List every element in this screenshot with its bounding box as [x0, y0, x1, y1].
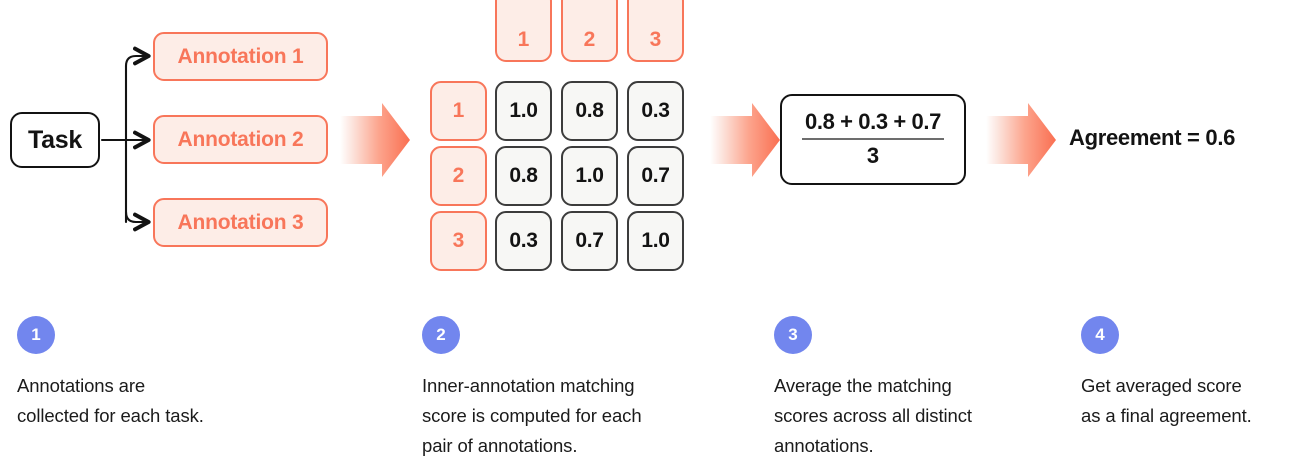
- matrix-cell-r3c3: 1.0: [627, 211, 684, 271]
- matrix-cell-r1c3: 0.3: [627, 81, 684, 141]
- step-badge-2: 2: [422, 316, 460, 354]
- annotation-box-2[interactable]: Annotation 2: [153, 115, 328, 164]
- average-formula-box: 0.8 + 0.3 + 0.7 3: [780, 94, 966, 185]
- step-badge-3: 3: [774, 316, 812, 354]
- step-badge-4: 4: [1081, 316, 1119, 354]
- fraction: 0.8 + 0.3 + 0.7 3: [802, 110, 944, 168]
- matrix-cell-r2c2: 1.0: [561, 146, 618, 206]
- step-1: 1 Annotations are collected for each tas…: [17, 316, 317, 431]
- matrix-cell-r2c1: 0.8: [495, 146, 552, 206]
- matrix-cell-r1c1: 1.0: [495, 81, 552, 141]
- matrix-row-header-2: 2: [430, 146, 487, 206]
- step-text-2: Inner-annotation matching score is compu…: [422, 375, 642, 456]
- annotation-label-1: Annotation 1: [177, 44, 304, 68]
- annotation-label-3: Annotation 3: [177, 210, 304, 234]
- matrix-row-header-1: 1: [430, 81, 487, 141]
- matrix-col-header-2: 2: [561, 0, 618, 62]
- task-label: Task: [28, 125, 82, 154]
- fraction-numerator: 0.8 + 0.3 + 0.7: [802, 110, 944, 140]
- matrix-col-header-3: 3: [627, 0, 684, 62]
- matrix-cell-r1c2: 0.8: [561, 81, 618, 141]
- matrix-cell-r3c1: 0.3: [495, 211, 552, 271]
- step-3: 3 Average the matching scores across all…: [774, 316, 1064, 461]
- matrix-row-header-3: 3: [430, 211, 487, 271]
- task-node[interactable]: Task: [10, 112, 100, 168]
- arrow-formula-to-result-shape: [986, 103, 1056, 177]
- agreement-result: Agreement = 0.6: [1069, 125, 1236, 150]
- arrow-task-to-matrix-shape: [340, 103, 410, 177]
- arrow-matrix-to-formula-shape: [710, 103, 780, 177]
- fraction-denominator: 3: [866, 143, 880, 168]
- step-text-1: Annotations are collected for each task.: [17, 375, 204, 426]
- matrix-cell-r2c3: 0.7: [627, 146, 684, 206]
- step-2: 2 Inner-annotation matching score is com…: [422, 316, 722, 461]
- annotation-label-2: Annotation 2: [177, 127, 304, 151]
- step-text-4: Get averaged score as a final agreement.: [1081, 375, 1252, 426]
- step-text-3: Average the matching scores across all d…: [774, 375, 972, 456]
- matrix-cell-r3c2: 0.7: [561, 211, 618, 271]
- step-4: 4 Get averaged score as a final agreemen…: [1081, 316, 1306, 431]
- annotation-box-1[interactable]: Annotation 1: [153, 32, 328, 81]
- annotation-box-3[interactable]: Annotation 3: [153, 198, 328, 247]
- matrix-col-header-1: 1: [495, 0, 552, 62]
- step-badge-1: 1: [17, 316, 55, 354]
